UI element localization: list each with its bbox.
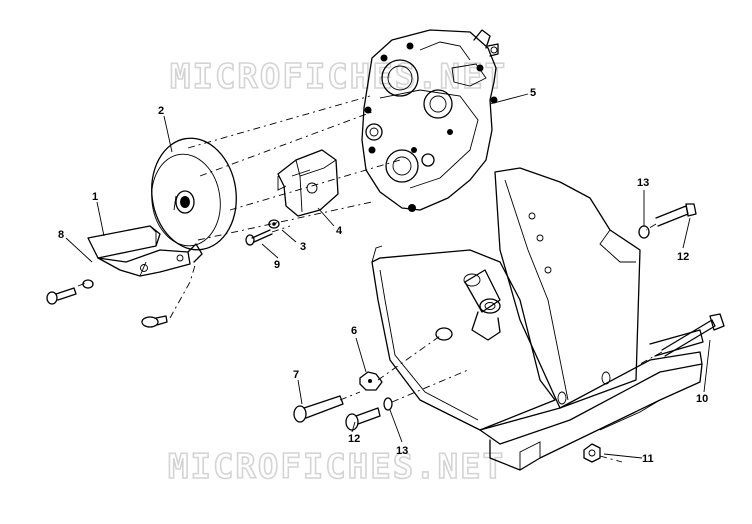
star-washer-6 (359, 371, 383, 391)
watermark-top: MICROFICHES.NET (170, 57, 507, 97)
part-label-12-lower: 12 (348, 433, 360, 445)
part-label-12-upper: 12 (677, 251, 689, 263)
part-label-5: 5 (530, 87, 536, 99)
bolt-10 (661, 313, 725, 357)
drive-pulley (151, 137, 237, 251)
nut-11 (583, 443, 601, 463)
bolt-12-upper (638, 203, 697, 239)
washer-3 (268, 219, 280, 229)
part-label-4: 4 (336, 225, 343, 237)
carriage-bolt (141, 315, 168, 328)
part-label-13-upper: 13 (637, 177, 649, 189)
part-labels: 1 2 3 4 5 6 7 8 9 10 11 12 12 13 13 (58, 87, 708, 465)
bolt-7 (293, 395, 344, 423)
alignment-lines (77, 95, 663, 463)
part-label-7: 7 (293, 369, 299, 381)
part-label-11: 11 (642, 453, 654, 465)
watermark-bottom: MICROFICHES.NET (168, 447, 505, 487)
part-label-1: 1 (92, 191, 98, 203)
guard-bracket (87, 225, 203, 277)
part-label-8: 8 (58, 229, 64, 241)
part-label-6: 6 (351, 325, 357, 337)
frame-assembly (371, 167, 704, 471)
bolt-9 (245, 229, 273, 246)
part-label-2: 2 (158, 105, 164, 117)
part-label-13-lower: 13 (396, 445, 408, 457)
leader-lines (65, 93, 711, 459)
transmission-housing (361, 29, 499, 212)
part-label-10: 10 (696, 393, 708, 405)
part-label-9: 9 (274, 259, 280, 271)
mounting-bracket (277, 149, 339, 217)
bolt-left (46, 279, 94, 305)
bolt-12-lower (345, 397, 393, 431)
part-label-3: 3 (300, 241, 306, 253)
